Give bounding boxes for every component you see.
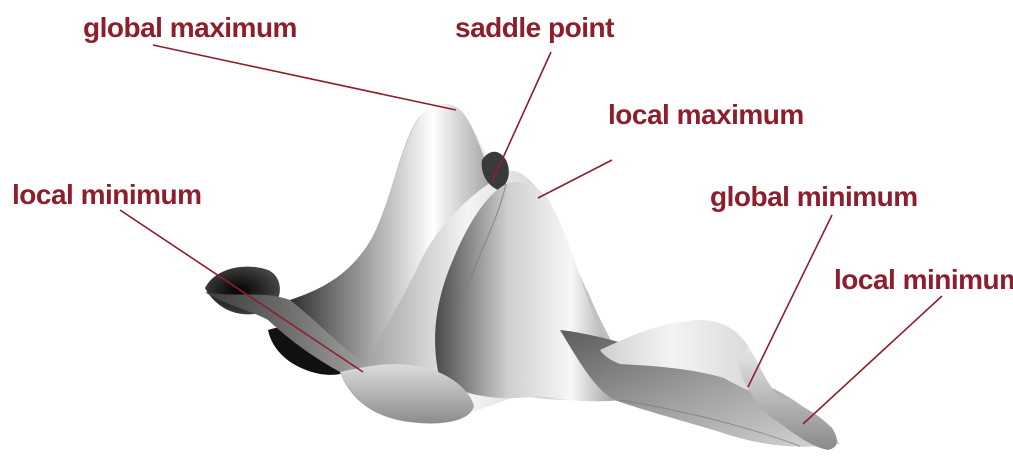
local-minimum-right-label: local minimum: [834, 264, 1013, 295]
saddle-point-label: saddle point: [455, 12, 614, 43]
landscape-surface: [205, 104, 840, 450]
global-maximum-leader-line: [153, 45, 456, 110]
global-minimum-label: global minimum: [710, 181, 918, 212]
local-minimum-left-label: local minimum: [12, 179, 202, 210]
local-maximum-label: local maximum: [608, 99, 804, 130]
local-minimum-right-leader-line: [803, 296, 942, 424]
global-minimum-leader-line: [748, 215, 832, 387]
saddle-point-leader-line: [492, 52, 551, 182]
local-maximum-leader-line: [538, 160, 612, 198]
global-maximum-label: global maximum: [83, 12, 297, 43]
